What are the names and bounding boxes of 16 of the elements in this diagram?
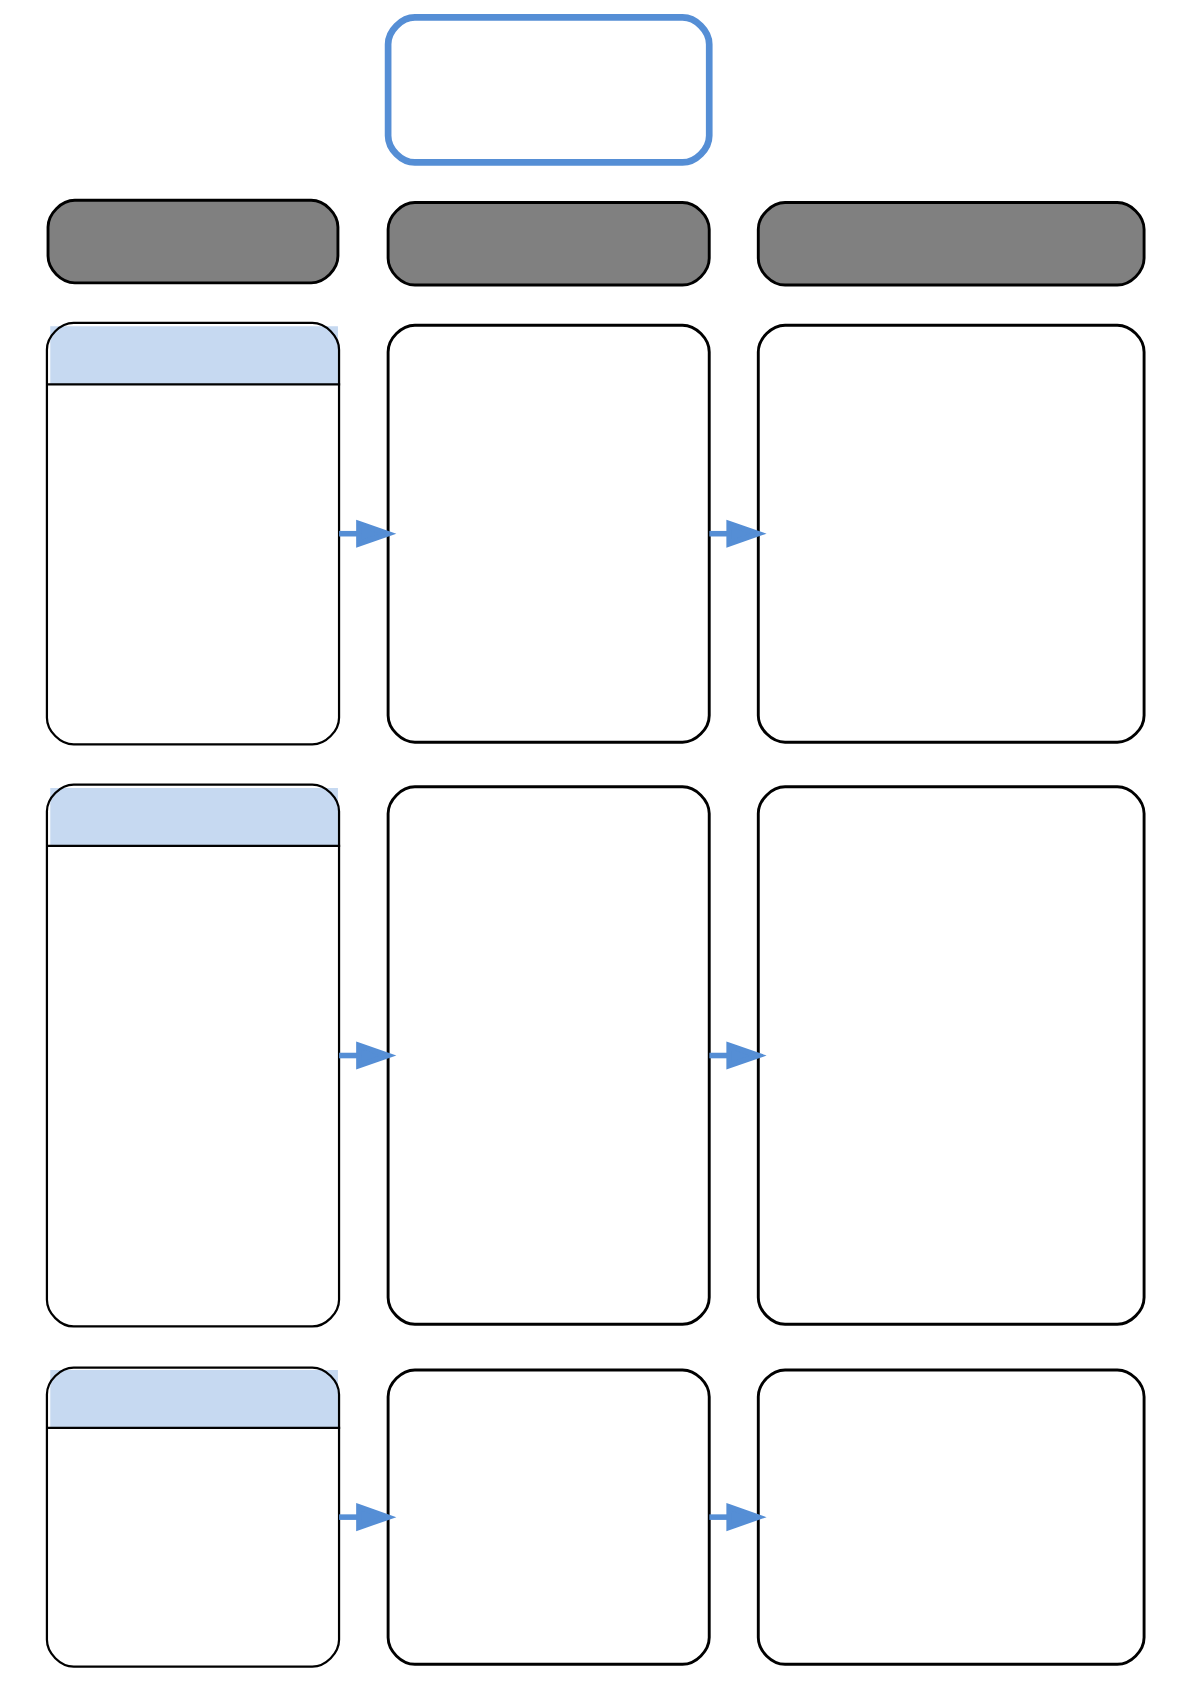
node-box — [756, 785, 1146, 1326]
node-box — [756, 201, 1146, 287]
arrow — [708, 1503, 767, 1532]
node-box — [756, 1368, 1146, 1666]
node-box — [384, 14, 713, 166]
arrow — [338, 519, 396, 548]
node-box — [756, 323, 1146, 744]
node-box — [46, 198, 339, 285]
node-box — [386, 201, 711, 287]
arrow — [708, 1041, 767, 1070]
node-box — [386, 785, 711, 1326]
node-box — [386, 1368, 711, 1666]
arrow — [338, 1503, 396, 1532]
arrow — [338, 1041, 396, 1070]
arrow — [708, 519, 767, 548]
node-box — [386, 323, 711, 744]
